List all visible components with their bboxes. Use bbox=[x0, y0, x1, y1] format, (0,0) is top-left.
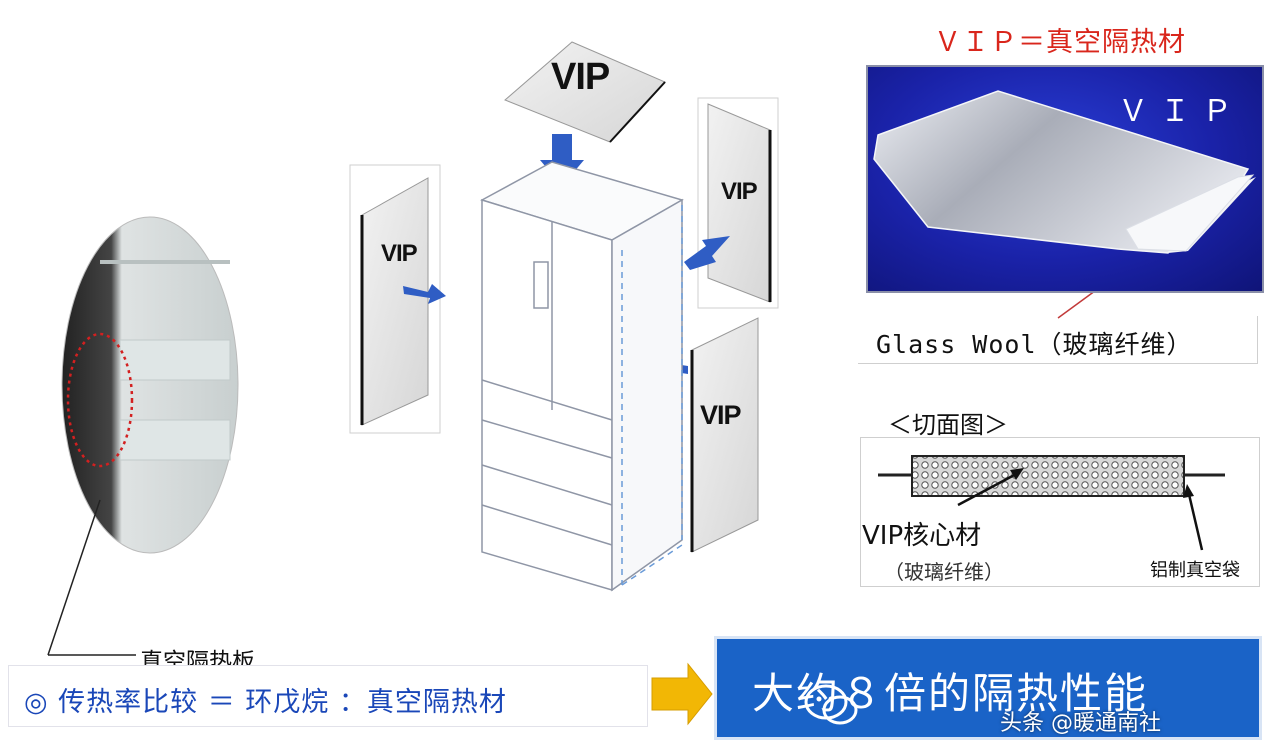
closeup-photo bbox=[47, 216, 239, 656]
photo-title: ＶＩＰ＝真空隔热材 bbox=[934, 27, 1186, 58]
core-material-sub: （玻璃纤维） bbox=[884, 560, 1004, 584]
vip-panel-right-bottom bbox=[690, 317, 759, 553]
core-material-label: VIP核心材 bbox=[862, 521, 982, 551]
result-text: 大约８倍的隔热性能 bbox=[752, 669, 1149, 718]
watermark: 头条 @暖通南社 bbox=[1000, 711, 1161, 736]
vip-panel-left bbox=[349, 164, 441, 434]
yellow-arrow-icon bbox=[651, 662, 713, 726]
glass-wool-label: Glass Wool（玻璃纤维） bbox=[858, 316, 1258, 364]
left-arrow-icon-2 bbox=[684, 236, 730, 270]
vip-bag-image bbox=[873, 90, 1256, 254]
vip-label-left: VIP bbox=[381, 240, 418, 267]
cross-section bbox=[878, 455, 1225, 551]
vip-panel-top bbox=[504, 41, 666, 143]
vip-panel-right-top bbox=[697, 97, 779, 309]
vip-label-right-bottom: VIP bbox=[700, 400, 742, 430]
left-arrow-icon bbox=[403, 284, 446, 304]
photo-vip-label: ＶＩＰ bbox=[1118, 95, 1244, 128]
comparison-bar bbox=[8, 665, 648, 727]
refrigerator bbox=[480, 161, 684, 592]
wechat-logo-icon bbox=[804, 684, 858, 725]
highlight-circle bbox=[66, 332, 134, 468]
vip-label-top: VIP bbox=[551, 56, 610, 98]
photo-box bbox=[866, 65, 1264, 293]
vip-label-right-top: VIP bbox=[721, 178, 758, 205]
aluminum-bag-label: 铝制真空袋 bbox=[1150, 560, 1240, 581]
result-box bbox=[714, 636, 1262, 740]
cross-section-box bbox=[860, 437, 1260, 587]
comparison-text: ◎ 传热率比较 ＝ 环戊烷 ：真空隔热材 bbox=[24, 687, 507, 718]
cross-section-title: ＜切面图＞ bbox=[888, 411, 1008, 439]
